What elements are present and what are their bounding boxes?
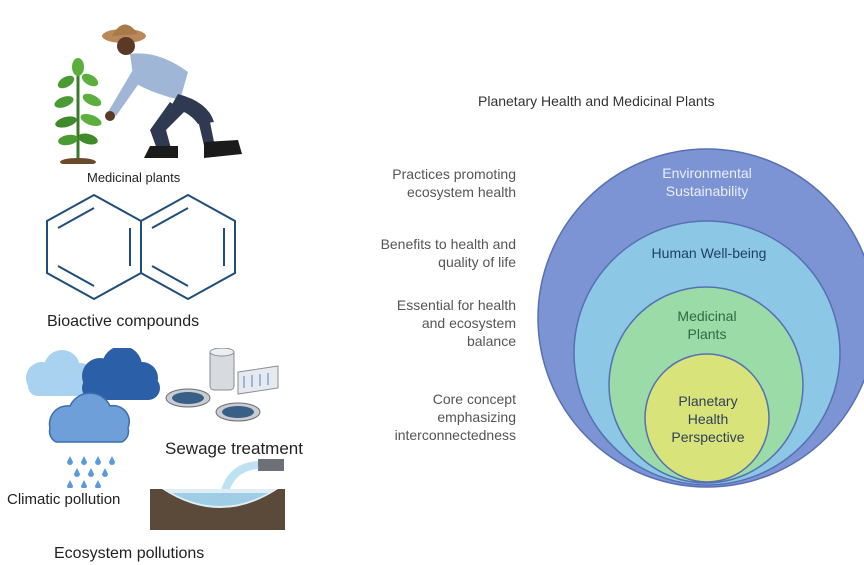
ring-label-well-being: Human Well-being: [651, 245, 767, 261]
ring-label-medicinal: Medicinal Plants: [677, 308, 737, 342]
farmer-icon: [102, 24, 242, 158]
diagram-title: Planetary Health and Medicinal Plants: [478, 93, 715, 109]
description-environmental: Practices promoting ecosystem health: [392, 166, 516, 200]
medicinal-plants-label: Medicinal plants: [87, 170, 181, 185]
description-planetary: Core concept emphasizing interconnectedn…: [394, 391, 516, 443]
bioactive-compound-icon: [46, 193, 236, 301]
ring-label-environmental: Environmental Sustainability: [662, 165, 752, 199]
bioactive-compounds-label: Bioactive compounds: [47, 313, 200, 330]
pipe-outflow-icon: [150, 459, 285, 530]
sewage-treatment-label: Sewage treatment: [165, 439, 303, 458]
sewage-plant-icon: [165, 348, 279, 422]
description-medicinal: Essential for health and ecosystem balan…: [396, 297, 516, 349]
climatic-pollution-label: Climatic pollution: [7, 491, 121, 508]
plant-icon: [54, 58, 102, 164]
ecosystem-pollutions-label: Ecosystem pollutions: [54, 545, 205, 562]
ring-label-planetary: Planetary Health Perspective: [671, 393, 745, 445]
cloud-rain-icon: [26, 348, 160, 488]
description-well-being: Benefits to health and quality of life: [380, 236, 516, 270]
farmer-illustration: [54, 24, 242, 164]
ring-planetary-health: [644, 353, 770, 483]
